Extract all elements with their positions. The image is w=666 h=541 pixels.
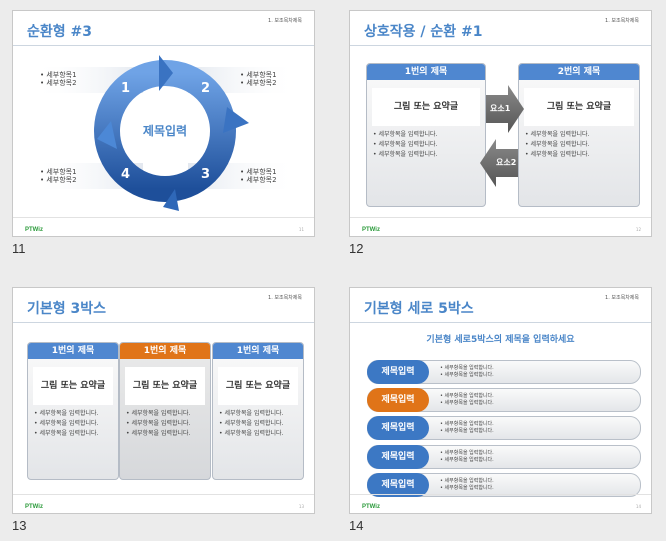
slide-number-label: 14: [349, 518, 364, 533]
sub-items-bottom-left: 세부항목1세부항목2: [40, 168, 76, 184]
step-number-4: 4: [121, 167, 131, 182]
list-row-3: 제목입력 세부항목을 입력합니다.세부항목을 입력합니다.: [367, 416, 641, 440]
list-row-4: 제목입력 세부항목을 입력합니다.세부항목을 입력합니다.: [367, 445, 641, 469]
slide-page-number: 14: [635, 504, 641, 509]
box-summary: 그림 또는 요약글: [372, 88, 480, 126]
box-bullets: 세부항목을 입력합니다. 세부항목을 입력합니다. 세부항목을 입력합니다.: [28, 409, 118, 439]
sub-items-bottom-right: 세부항목1세부항목2: [240, 168, 276, 184]
slide-number-label: 12: [349, 241, 364, 256]
title-divider: [350, 322, 651, 323]
row-label: 제목입력: [367, 388, 429, 412]
slide-footer: PTWiz 13: [13, 494, 314, 513]
title-divider: [13, 45, 314, 46]
row-label: 제목입력: [367, 360, 429, 384]
row-text: 세부항목을 입력합니다.세부항목을 입력합니다.: [440, 393, 494, 407]
left-arrow-shape: [480, 139, 518, 187]
content-box-2: 1번의 제목 그림 또는 요약글 세부항목을 입력합니다. 세부항목을 입력합니…: [119, 342, 211, 480]
cycle-arrowhead-4: [97, 121, 117, 149]
slide-thumbnail-12[interactable]: 상호작용 / 순환 #1 1. 보조목차제목 1번의 제목 그림 또는 요약글 …: [349, 10, 652, 237]
arrow-label-2: 요소2: [496, 158, 517, 167]
ptwiz-logo: PTWiz: [362, 504, 380, 510]
slide-title: 순환형 #3: [27, 24, 92, 40]
cycle-arrowhead-2: [223, 107, 249, 133]
title-divider: [13, 322, 314, 323]
box-summary: 그림 또는 요약글: [33, 367, 113, 405]
row-text: 세부항목을 입력합니다.세부항목을 입력합니다.: [440, 421, 494, 435]
row-label: 제목입력: [367, 416, 429, 440]
list-row-5: 제목입력 세부항목을 입력합니다.세부항목을 입력합니다.: [367, 473, 641, 497]
content-box-2: 2번의 제목 그림 또는 요약글 세부항목을 입력합니다. 세부항목을 입력합니…: [518, 63, 640, 207]
box-bullets: 세부항목을 입력합니다. 세부항목을 입력합니다. 세부항목을 입력합니다.: [120, 409, 210, 439]
box-header: 1번의 제목: [367, 64, 485, 80]
slide-number-label: 13: [12, 518, 27, 533]
slide-breadcrumb: 1. 보조목차제목: [605, 295, 639, 301]
slide-thumbnail-11[interactable]: 순환형 #3 1. 보조목차제목 1 2 3 4 제: [12, 10, 315, 237]
cycle-arrowhead-1: [159, 55, 173, 91]
sub-items-top-right: 세부항목1세부항목2: [240, 71, 276, 87]
box-header: 1번의 제목: [120, 343, 210, 359]
arrow-label-1: 요소1: [490, 104, 511, 113]
ptwiz-logo: PTWiz: [362, 227, 380, 233]
row-text: 세부항목을 입력합니다.세부항목을 입력합니다.: [440, 365, 494, 379]
slide-breadcrumb: 1. 보조목차제목: [268, 18, 302, 24]
step-number-3: 3: [201, 167, 211, 182]
slide-breadcrumb: 1. 보조목차제목: [605, 18, 639, 24]
list-row-1: 제목입력 세부항목을 입력합니다.세부항목을 입력합니다.: [367, 360, 641, 384]
interaction-arrows: [480, 85, 524, 187]
sub-items-top-left: 세부항목1세부항목2: [40, 71, 76, 87]
row-label: 제목입력: [367, 445, 429, 469]
content-box-3: 1번의 제목 그림 또는 요약글 세부항목을 입력합니다. 세부항목을 입력합니…: [212, 342, 304, 480]
slide-thumbnail-14[interactable]: 기본형 세로 5박스 1. 보조목차제목 기본형 세로5박스의 제목을 입력하세…: [349, 287, 652, 514]
row-text: 세부항목을 입력합니다.세부항목을 입력합니다.: [440, 478, 494, 492]
ptwiz-logo: PTWiz: [25, 227, 43, 233]
box-bullets: 세부항목을 입력합니다. 세부항목을 입력합니다. 세부항목을 입력합니다.: [213, 409, 303, 439]
cycle-arrowhead-3: [163, 189, 179, 211]
right-arrow-shape: [486, 85, 524, 133]
row-text: 세부항목을 입력합니다.세부항목을 입력합니다.: [440, 450, 494, 464]
content-box-1: 1번의 제목 그림 또는 요약글 세부항목을 입력합니다. 세부항목을 입력합니…: [366, 63, 486, 207]
box-header: 1번의 제목: [213, 343, 303, 359]
slide-page-number: 12: [635, 227, 641, 232]
slide-title: 기본형 3박스: [27, 301, 107, 317]
slide-footer: PTWiz 14: [350, 494, 651, 513]
slide-title: 상호작용 / 순환 #1: [364, 24, 483, 40]
slide-thumbnail-13[interactable]: 기본형 3박스 1. 보조목차제목 1번의 제목 그림 또는 요약글 세부항목을…: [12, 287, 315, 514]
box-summary: 그림 또는 요약글: [125, 367, 205, 405]
slide-page-number: 11: [298, 227, 304, 232]
slide-footer: PTWiz 11: [13, 217, 314, 236]
box-summary: 그림 또는 요약글: [524, 88, 634, 126]
slide-title: 기본형 세로 5박스: [364, 301, 474, 317]
box-summary: 그림 또는 요약글: [218, 367, 298, 405]
list-row-2: 제목입력 세부항목을 입력합니다.세부항목을 입력합니다.: [367, 388, 641, 412]
slide-breadcrumb: 1. 보조목차제목: [268, 295, 302, 301]
box-header: 1번의 제목: [28, 343, 118, 359]
step-number-2: 2: [201, 81, 211, 96]
slide-footer: PTWiz 12: [350, 217, 651, 236]
title-divider: [350, 45, 651, 46]
slide-subtitle: 기본형 세로5박스의 제목을 입력하세요: [426, 335, 575, 345]
content-box-1: 1번의 제목 그림 또는 요약글 세부항목을 입력합니다. 세부항목을 입력합니…: [27, 342, 119, 480]
row-label: 제목입력: [367, 473, 429, 497]
step-number-1: 1: [121, 81, 131, 96]
box-bullets: 세부항목을 입력합니다. 세부항목을 입력합니다. 세부항목을 입력합니다.: [519, 130, 639, 160]
box-header: 2번의 제목: [519, 64, 639, 80]
slide-number-label: 11: [12, 241, 26, 256]
cycle-center-label: 제목입력: [142, 124, 188, 138]
box-bullets: 세부항목을 입력합니다. 세부항목을 입력합니다. 세부항목을 입력합니다.: [367, 130, 485, 160]
ptwiz-logo: PTWiz: [25, 504, 43, 510]
slide-page-number: 13: [298, 504, 304, 509]
